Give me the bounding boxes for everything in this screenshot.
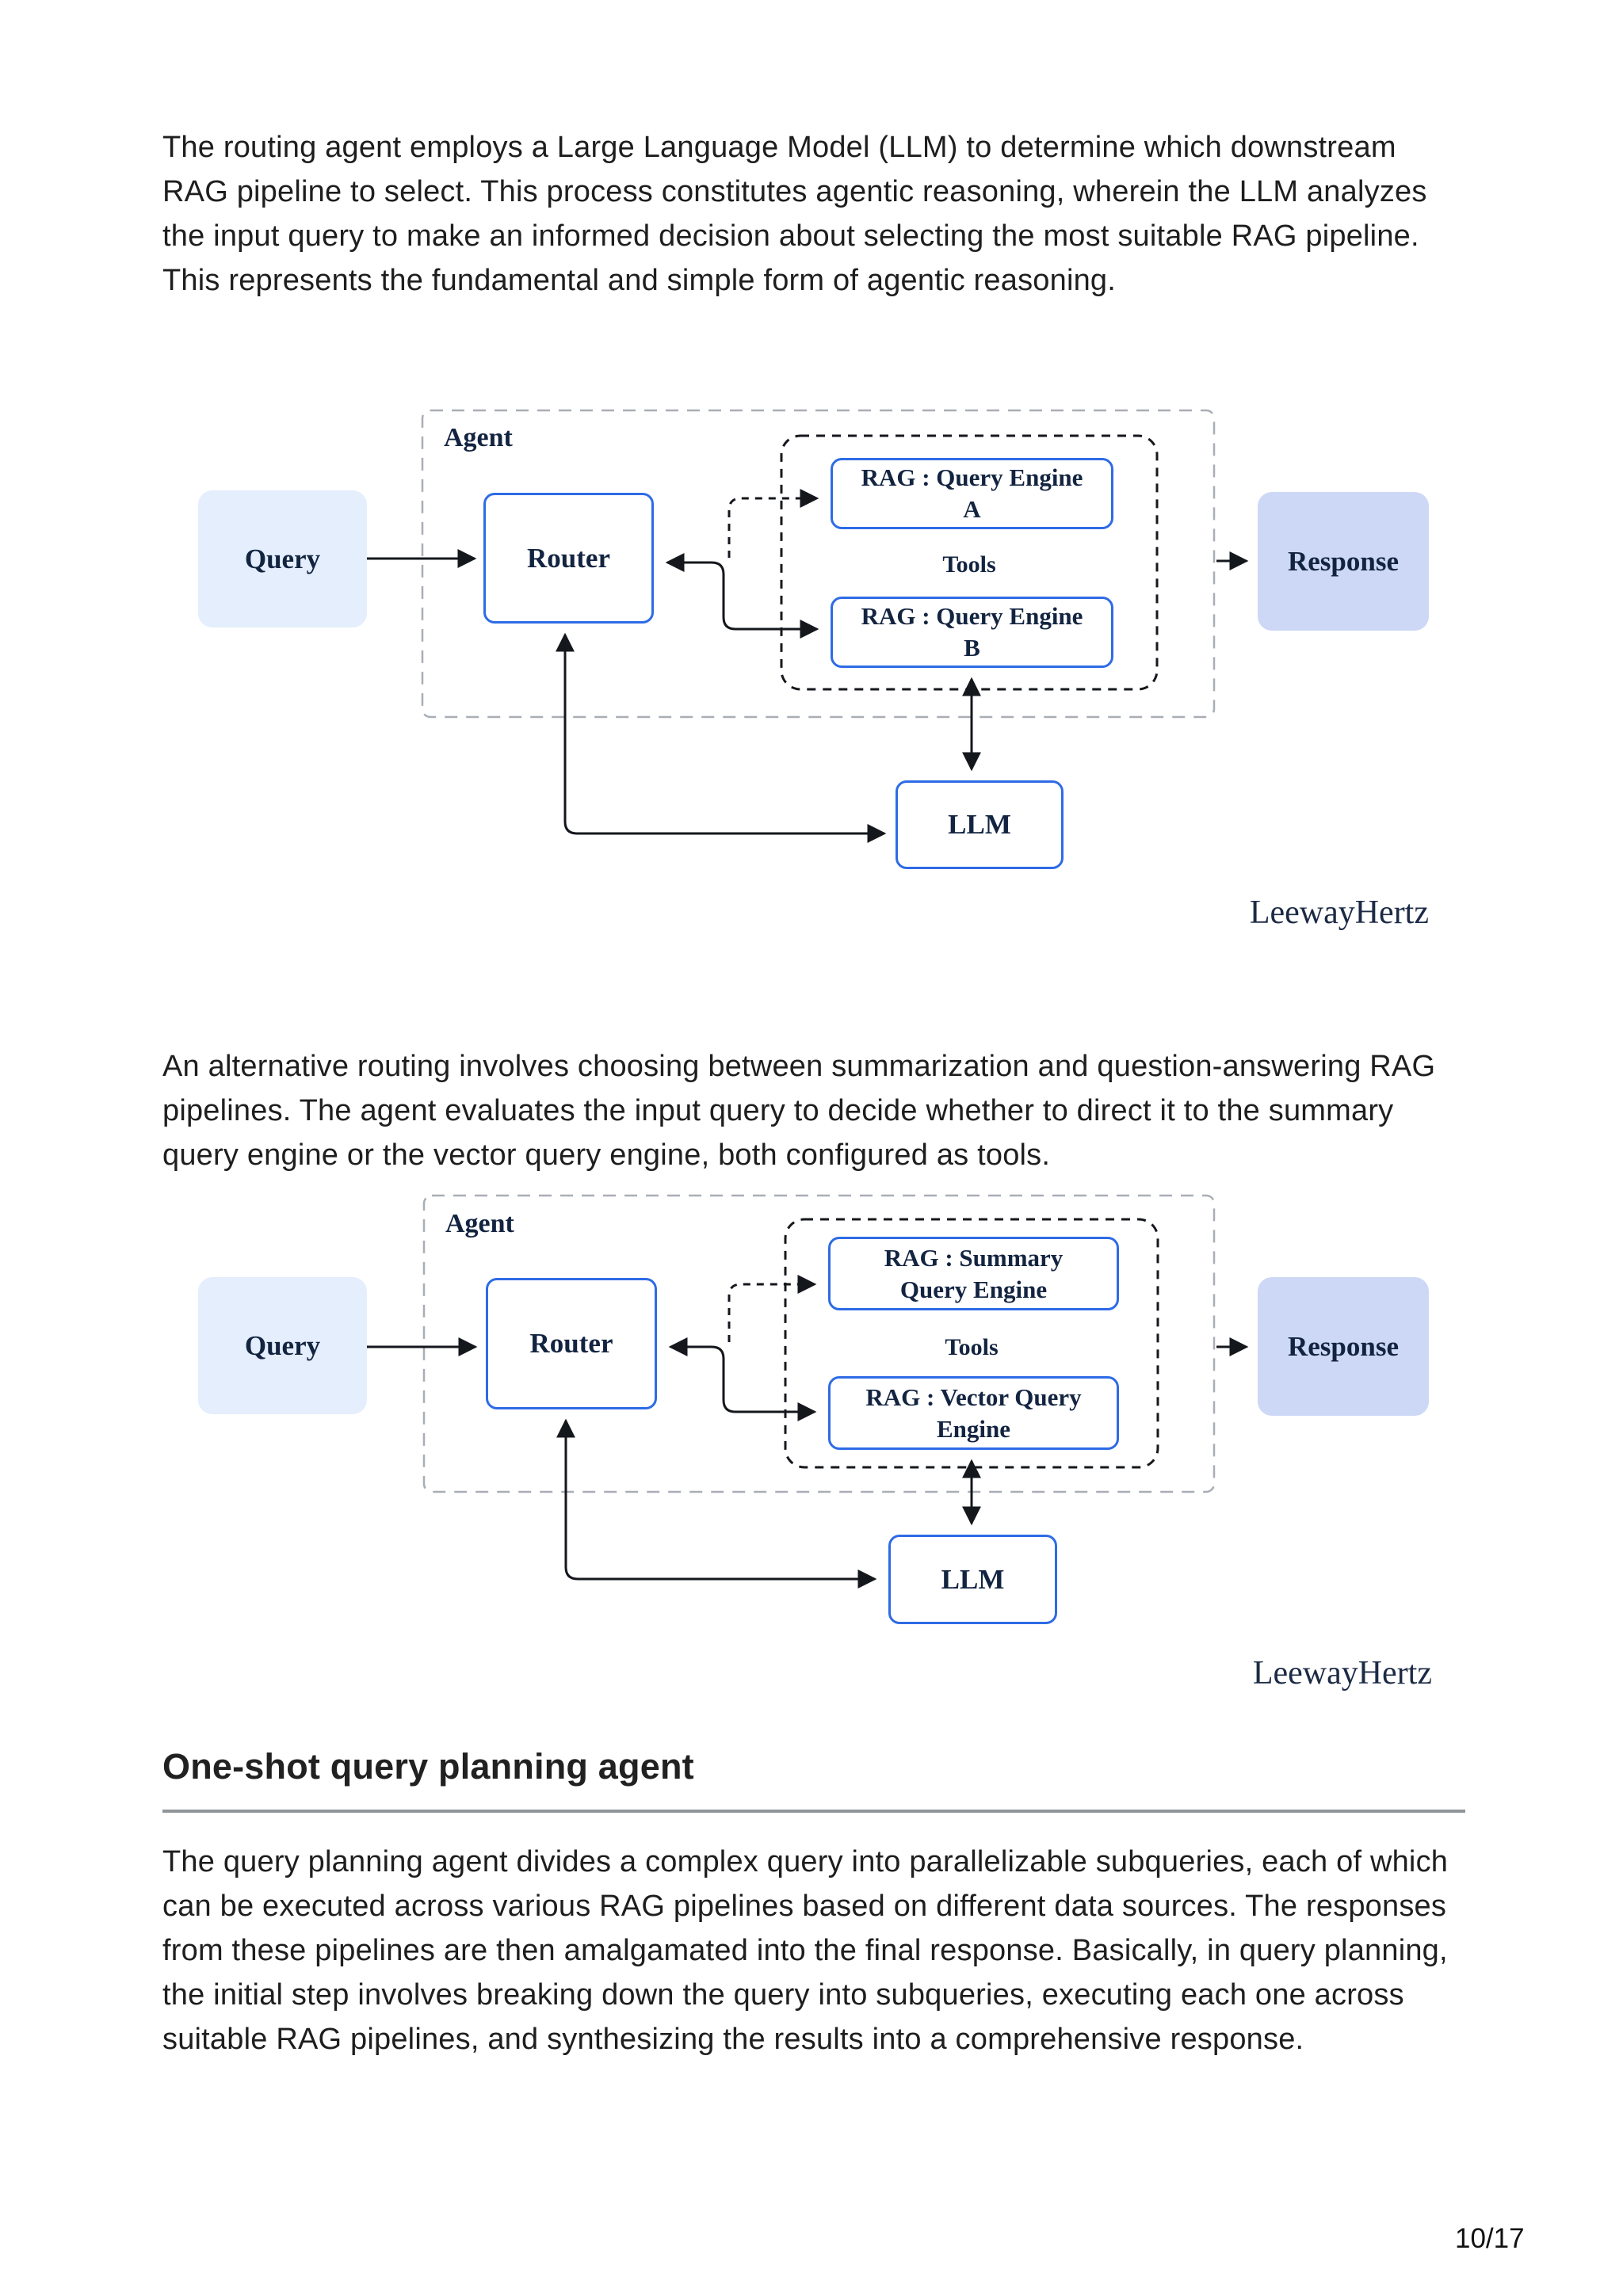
tools-label: Tools — [945, 1334, 999, 1360]
paragraph-alternative-routing: An alternative routing involves choosing… — [162, 1050, 1436, 1172]
query-box: Query — [198, 490, 367, 627]
llm-box: LLM — [896, 780, 1064, 869]
query-box: Query — [198, 1277, 367, 1414]
arrow-router-llm-elbow — [556, 1418, 877, 1589]
tools-label: Tools — [942, 551, 996, 578]
router-box: Router — [486, 1278, 657, 1409]
rag-summary-query-engine-box: RAG : Summary Query Engine — [828, 1237, 1119, 1310]
paragraph-routing-intro: The routing agent employs a Large Langua… — [162, 131, 1427, 297]
agent-label: Agent — [444, 423, 513, 452]
page-number: 10/17 — [1455, 2223, 1525, 2254]
section-heading: One-shot query planning agent — [162, 1746, 694, 1787]
response-box: Response — [1258, 1277, 1429, 1416]
paragraph-query-planning: The query planning agent divides a compl… — [162, 1845, 1449, 2056]
leewayhertz-credit: LeewayHertz — [1249, 894, 1429, 931]
leewayhertz-credit: LeewayHertz — [1252, 1655, 1432, 1691]
agent-label: Agent — [445, 1209, 514, 1238]
llm-box: LLM — [888, 1535, 1057, 1624]
response-box: Response — [1258, 492, 1429, 631]
rag-query-engine-a-box: RAG : Query Engine A — [831, 458, 1113, 529]
rag-vector-query-engine-box: RAG : Vector Query Engine — [828, 1376, 1119, 1450]
rag-query-engine-b-box: RAG : Query Engine B — [831, 597, 1113, 668]
heading-divider — [162, 1810, 1465, 1813]
router-box: Router — [483, 493, 654, 624]
arrow-dashed-to-engine-a — [727, 489, 819, 558]
